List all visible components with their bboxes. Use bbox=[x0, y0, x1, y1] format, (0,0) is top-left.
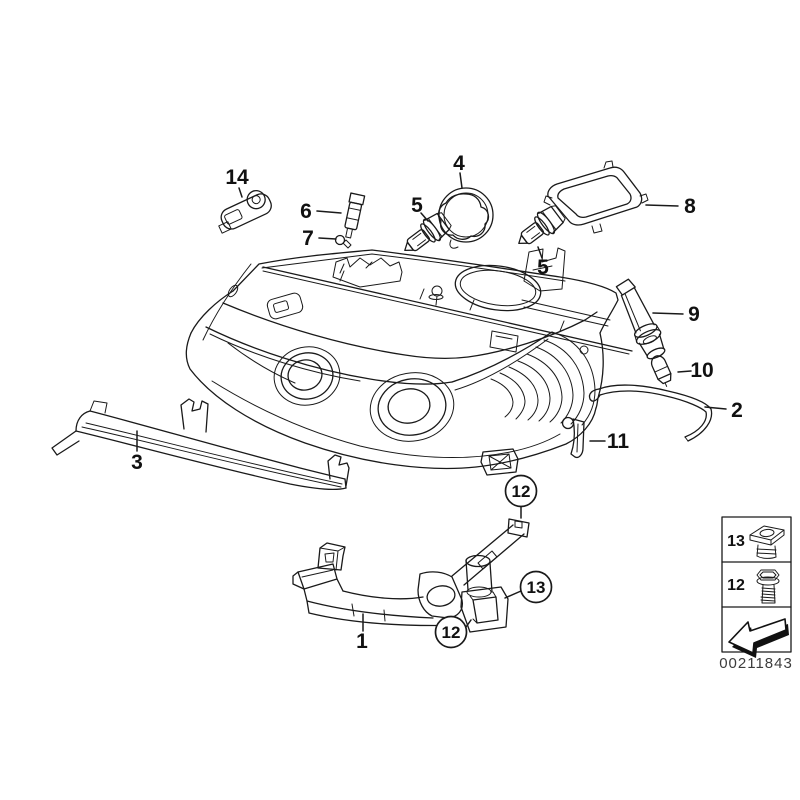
part-4-cap bbox=[437, 187, 494, 249]
part-7-bulb bbox=[334, 234, 352, 249]
callout-10: 10 bbox=[690, 359, 713, 382]
legend-box: 13 12 bbox=[721, 516, 792, 658]
leader-lines bbox=[136, 172, 727, 632]
callout-14: 14 bbox=[225, 166, 249, 189]
part-6-socket bbox=[344, 192, 366, 239]
part-5-bulb-left bbox=[396, 208, 455, 262]
callout-8: 8 bbox=[684, 195, 696, 218]
circled-13-label: 13 bbox=[527, 578, 546, 597]
callout-11: 11 bbox=[607, 430, 630, 453]
callout-5-right: 5 bbox=[537, 256, 549, 279]
callout-4: 4 bbox=[453, 152, 465, 175]
callout-5-left: 5 bbox=[411, 194, 423, 217]
callout-3: 3 bbox=[131, 451, 143, 474]
part-2-trim-strip bbox=[588, 384, 713, 442]
callout-9: 9 bbox=[688, 303, 700, 326]
part-11-clip bbox=[561, 416, 585, 459]
callout-7: 7 bbox=[302, 227, 314, 250]
callout-labels: 14 6 7 5 4 5 8 9 10 2 11 3 1 bbox=[131, 152, 743, 653]
callout-6: 6 bbox=[300, 200, 312, 223]
headlight-assembly bbox=[185, 247, 633, 476]
callout-2: 2 bbox=[731, 399, 743, 422]
part-10-bulb bbox=[650, 355, 672, 387]
legend-label-13: 13 bbox=[727, 533, 745, 550]
clip-nut-icon bbox=[749, 525, 785, 559]
part-8-gasket bbox=[543, 160, 649, 234]
part-9-socket bbox=[615, 278, 666, 360]
part-1-bracket bbox=[292, 518, 530, 633]
callout-1: 1 bbox=[356, 630, 368, 653]
circled-12-bottom-label: 12 bbox=[442, 623, 461, 642]
document-number: 00211843 bbox=[719, 655, 793, 672]
flange-screw-icon bbox=[756, 569, 780, 604]
circled-12-top-label: 12 bbox=[512, 482, 531, 501]
circled-callout-12-top: 12 bbox=[504, 474, 538, 508]
circled-callout-13: 13 bbox=[519, 570, 553, 604]
direction-arrow-icon bbox=[728, 618, 789, 658]
circled-callout-12-bottom: 12 bbox=[434, 615, 468, 649]
part-14-cover bbox=[218, 189, 272, 234]
part-3-trim-strip bbox=[51, 398, 350, 491]
legend-label-12: 12 bbox=[727, 577, 745, 594]
